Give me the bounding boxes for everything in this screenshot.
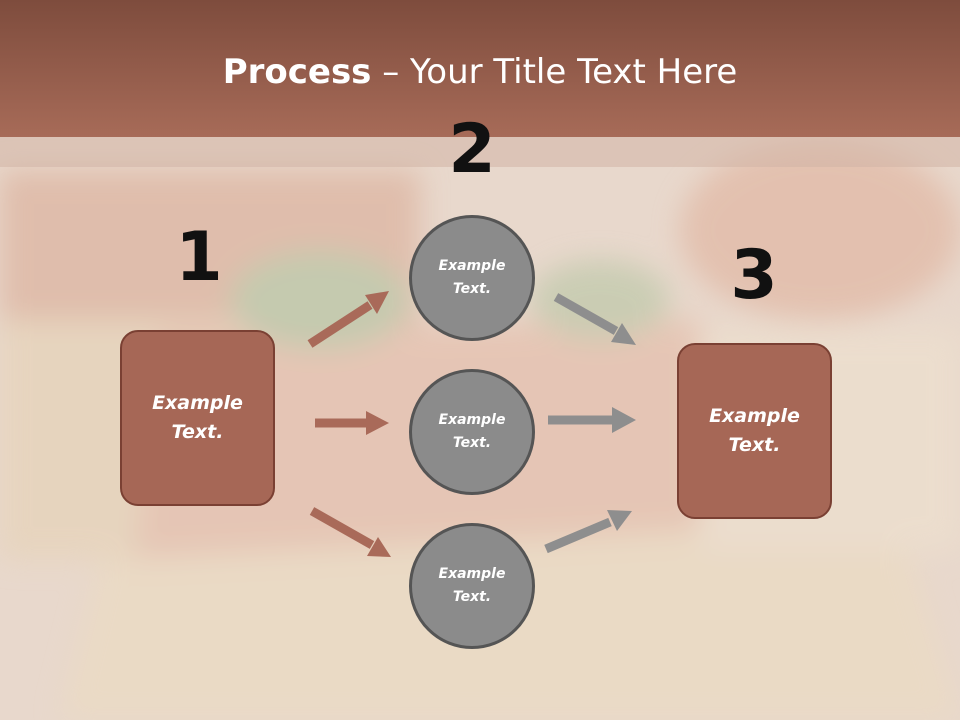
circle-top-label: Example Text. [438, 258, 506, 297]
arrowhead-top-right [611, 323, 636, 345]
arrowhead-left-middle [366, 411, 389, 435]
arrowhead-left-bottom [367, 537, 391, 557]
header-fade-strip [0, 137, 960, 167]
arrow-left-to-top [307, 301, 373, 348]
circle-middle[interactable]: Example Text. [409, 369, 535, 495]
right-step-box[interactable]: Example Text. [677, 343, 832, 519]
arrowhead-middle-right [612, 407, 636, 433]
arrow-top-to-right [553, 293, 619, 335]
arrowhead-bottom-right [607, 510, 632, 531]
title-rest: – Your Title Text Here [371, 52, 738, 92]
circle-top[interactable]: Example Text. [409, 215, 535, 341]
header-band [0, 0, 960, 137]
arrowhead-left-top [365, 291, 389, 314]
slide-title: Process – Your Title Text Here [0, 52, 960, 92]
left-step-box[interactable]: Example Text. [120, 330, 275, 506]
left-box-label: Example Text. [152, 392, 243, 443]
step-number-1: 1 [175, 218, 223, 297]
right-box-label: Example Text. [709, 405, 800, 456]
arrow-left-to-bottom [309, 507, 375, 549]
arrow-bottom-to-right [544, 517, 612, 554]
circle-middle-label: Example Text. [438, 412, 506, 451]
step-number-2: 2 [448, 110, 496, 189]
circle-bottom[interactable]: Example Text. [409, 523, 535, 649]
title-bold: Process [222, 52, 372, 92]
circle-bottom-label: Example Text. [438, 566, 506, 605]
step-number-3: 3 [730, 236, 778, 315]
